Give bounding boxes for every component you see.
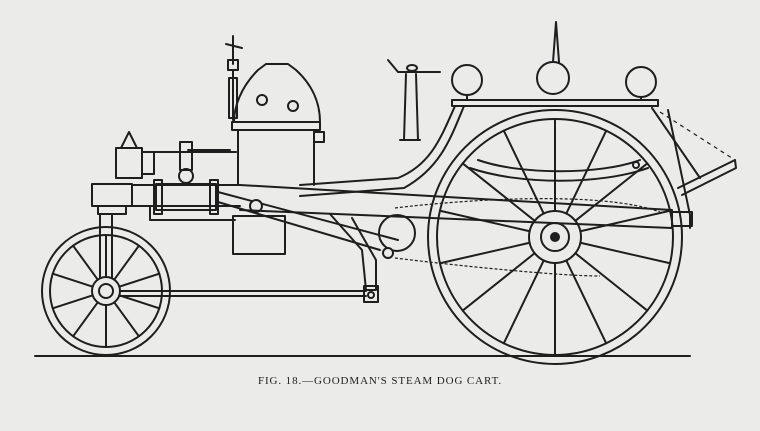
wheel-spoke xyxy=(461,252,536,312)
boiler xyxy=(225,35,325,255)
wheel-spoke xyxy=(565,129,608,215)
wheel-spoke xyxy=(579,209,672,233)
wheel-spoke xyxy=(461,162,536,222)
engine xyxy=(91,131,693,303)
front-wheel xyxy=(41,213,367,356)
wheel-spoke xyxy=(51,272,94,288)
wheel-spoke xyxy=(113,301,140,338)
figure-caption: FIG. 18.—GOODMAN'S STEAM DOG CART. xyxy=(257,375,503,387)
wheel-spoke xyxy=(574,252,649,312)
wheel-spoke xyxy=(579,241,672,265)
wheel-spoke xyxy=(51,294,94,310)
wheel-spoke xyxy=(574,162,649,222)
wheel-spoke xyxy=(118,294,161,310)
wheel-spoke xyxy=(565,259,608,345)
wheel-spoke xyxy=(72,244,99,281)
wheel-spoke xyxy=(438,209,531,233)
steering-tiller xyxy=(387,59,441,141)
rear-wheel xyxy=(427,109,683,365)
wheel-spoke xyxy=(118,272,161,288)
cart-body xyxy=(299,21,737,277)
wheel-spoke xyxy=(72,301,99,338)
wheel-spoke xyxy=(502,259,545,345)
wheel-spoke xyxy=(113,244,140,281)
wheel-spoke xyxy=(438,241,531,265)
wheel-spoke xyxy=(502,129,545,215)
